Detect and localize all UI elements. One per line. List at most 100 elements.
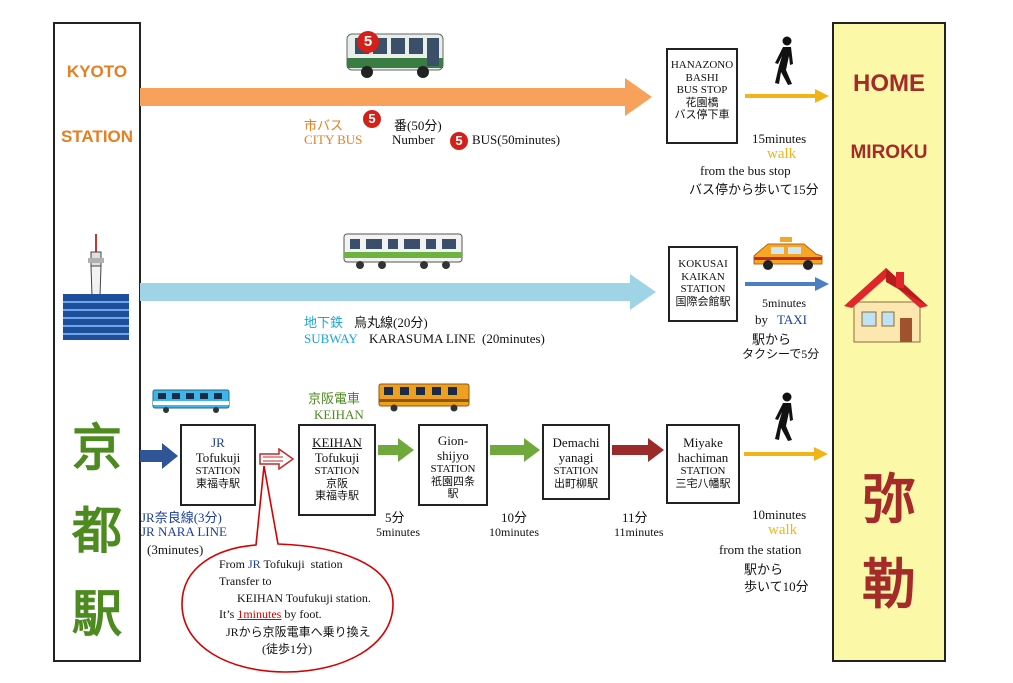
station-line: 駅: [447, 488, 459, 500]
transfer-note-l2: Transfer to: [219, 574, 272, 588]
station-line: STATION: [680, 465, 726, 477]
taxi-jp1: 駅から: [752, 332, 792, 347]
note-from: From: [219, 557, 246, 571]
station-label: STATION: [60, 127, 134, 146]
segment-1-en: 5minutes: [376, 525, 420, 539]
station-line: JR: [211, 435, 225, 450]
train-walk-minutes: 10minutes: [752, 507, 807, 522]
bus-number-badge-3: 5: [450, 132, 468, 150]
station-line: Miyake: [683, 435, 723, 450]
transfer-note-l3: KEIHAN Toufukuji station.: [237, 591, 371, 605]
eizan-arrow: [612, 438, 664, 462]
station-line: 祇園四条: [431, 475, 475, 488]
station-line: 三宅八幡駅: [675, 477, 731, 490]
train-walk-from: from the station: [719, 542, 802, 557]
train-walk-jp1: 駅から: [744, 562, 784, 577]
transfer-note-bubble: [181, 466, 394, 673]
subway-line2-en: SUBWAY: [304, 331, 358, 346]
taxi-minutes: 5minutes: [762, 296, 806, 310]
station-line: shijyo: [437, 448, 469, 463]
walking-person-icon-2: [775, 392, 793, 441]
taxi-arrow: [745, 277, 829, 291]
segment-2-jp: 10分: [501, 510, 528, 525]
bus-line2-en: CITY BUS: [304, 132, 363, 147]
stop-line: 花園橋: [685, 96, 719, 109]
bus-route-arrow: [140, 78, 652, 116]
keihan-tofukuji-station: KEIHAN Tofukuji STATION 京阪 東福寺駅: [298, 424, 376, 516]
keihan-label-jp: 京阪電車: [308, 391, 361, 406]
bus-walk-word: walk: [767, 146, 797, 162]
keihan-label-en: KEIHAN: [314, 407, 364, 422]
station-line: hachiman: [677, 450, 729, 465]
station-line: STATION: [430, 463, 476, 475]
bus-walk-jp: バス停から歩いて15分: [689, 182, 819, 197]
stop-line: KOKUSAI: [678, 258, 728, 270]
kyoto-kanji-1: 京: [72, 419, 122, 477]
station-line: yanagi: [558, 450, 594, 465]
kyoto-tower-icon: [63, 234, 129, 340]
miroku-label: MIROKU: [850, 142, 928, 163]
transfer-note-l4: It’s 1minutes by foot.: [219, 607, 322, 622]
transfer-note-l5: JRから京阪電車へ乗り換え: [226, 625, 371, 639]
segment-1-jp: 5分: [385, 510, 405, 525]
kyoto-kanji-3: 駅: [72, 585, 122, 643]
stop-line: 国際会館駅: [675, 295, 731, 308]
walk-arrow-train: [744, 447, 828, 461]
station-line: STATION: [314, 465, 360, 477]
jr-arrow: [140, 443, 178, 469]
subway-train-icon: [343, 233, 463, 269]
taxi-jp2: タクシーで5分: [742, 347, 820, 361]
note-jr: JR: [248, 557, 261, 571]
train-walk-jp2: 歩いて10分: [744, 579, 809, 594]
train-walk-word: walk: [768, 522, 798, 538]
station-line: 東福寺駅: [315, 490, 359, 502]
subway-line1-rest: 烏丸線(20分): [354, 315, 428, 330]
stop-line: BASHI: [685, 71, 719, 84]
bus-line2-bus: BUS(50minutes): [472, 132, 561, 147]
segment-2-en: 10minutes: [489, 525, 539, 539]
subway-route-arrow: [140, 274, 656, 310]
subway-line2-rest: KARASUMA LINE (20minutes): [369, 331, 545, 346]
taxi-icon: [753, 237, 823, 270]
bus-walk-minutes: 15minutes: [752, 131, 807, 146]
station-line: 東福寺駅: [196, 477, 240, 490]
home-label: HOME: [853, 70, 925, 97]
stop-line: BUS STOP: [676, 84, 728, 96]
kyoto-station-panel: [53, 22, 141, 662]
miroku-kanji-2: 勒: [862, 553, 916, 616]
bus-line1-jp: 市バス: [304, 118, 344, 133]
station-line: 出町柳駅: [554, 477, 598, 490]
subway-line1-jp: 地下鉄: [304, 315, 344, 330]
station-line: Gion-: [437, 433, 469, 448]
keihan-arrow-2: [490, 438, 540, 462]
miyake-hachiman-station: Miyake hachiman STATION 三宅八幡駅: [666, 424, 740, 504]
note-tofukuji: Tofukuji station: [263, 557, 343, 571]
kyoto-label: KYOTO: [66, 62, 128, 81]
bus-line1-ban: 番(50分): [394, 118, 442, 133]
note-by-foot: by foot.: [284, 607, 322, 621]
jr-nara-min: (3minutes): [147, 542, 204, 557]
station-line: Tofukuji: [314, 450, 360, 465]
stop-line: バス停下車: [674, 109, 730, 121]
keihan-arrow-1: [378, 438, 414, 462]
station-line: KEIHAN: [312, 435, 362, 450]
segment-3-jp: 11分: [622, 510, 648, 525]
station-line: Demachi: [552, 435, 600, 450]
bus-line2-number: Number: [392, 132, 435, 147]
jr-tofukuji-station: JR Tofukuji STATION 東福寺駅: [180, 424, 256, 506]
station-line: STATION: [195, 465, 241, 477]
walking-person-icon: [775, 36, 793, 85]
bus-walk-from: from the bus stop: [700, 163, 791, 178]
segment-3-en: 11minutes: [614, 525, 664, 539]
demachi-yanagi-station: Demachi yanagi STATION 出町柳駅: [542, 424, 610, 500]
keihan-train-icon: [378, 383, 470, 412]
station-line: STATION: [553, 465, 599, 477]
bus-number-badge-2: 5: [363, 110, 381, 128]
stop-line: KAIKAN: [681, 270, 725, 283]
transfer-arrow: [259, 448, 295, 470]
transfer-note-l1: From JR Tofukuji station: [219, 557, 343, 572]
note-its: It’s: [219, 607, 235, 621]
transfer-note-l6: (徒歩1分): [262, 642, 312, 656]
stop-line: HANAZONO: [670, 59, 734, 71]
hanazono-bashi-bus-stop: HANAZONO BASHI BUS STOP 花園橋 バス停下車: [666, 48, 738, 144]
